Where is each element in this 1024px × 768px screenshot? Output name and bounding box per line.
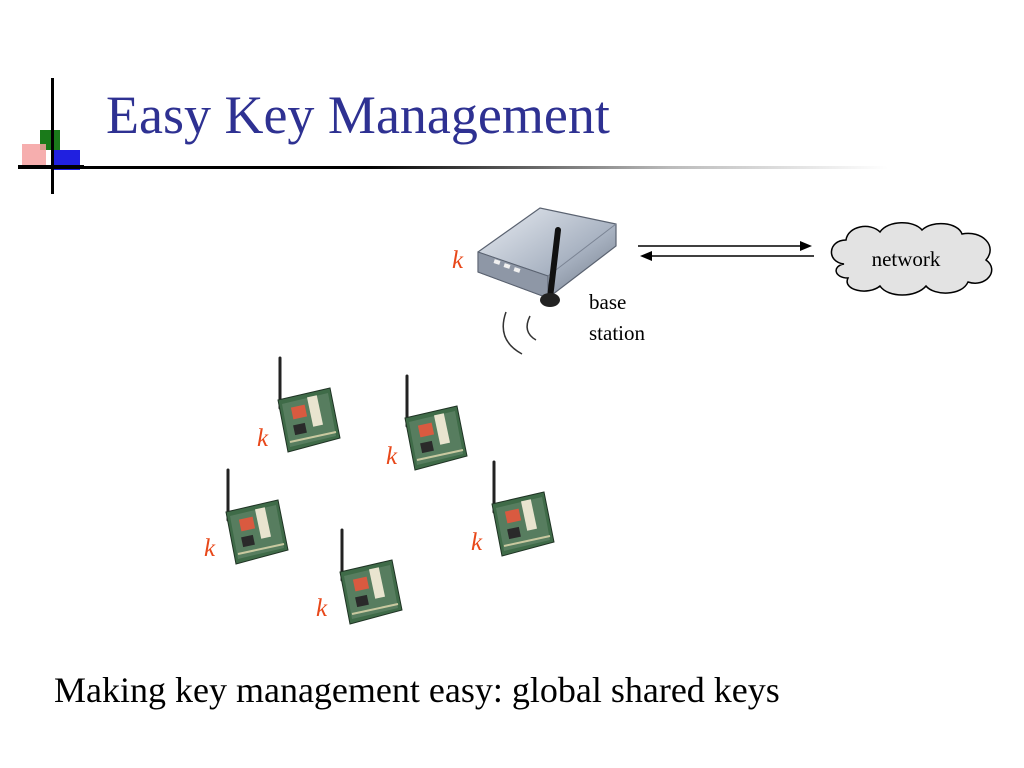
sensor-node-icon — [484, 460, 556, 560]
sensor-node-icon — [270, 356, 342, 456]
base-station-label: base station — [589, 287, 679, 349]
sensor-key-label: k — [204, 535, 216, 562]
sensor-key-label: k — [257, 425, 269, 452]
network-label: network — [871, 247, 941, 271]
title-divider — [18, 166, 888, 169]
network-cloud-icon — [830, 222, 993, 296]
sensor-key-label: k — [386, 443, 398, 470]
sensor-key-label: k — [471, 529, 483, 556]
sensor-node-icon — [218, 468, 290, 568]
wireless-signal-icon — [502, 311, 537, 355]
sensor-node-icon — [332, 528, 404, 628]
base-station-label-line2: station — [589, 321, 645, 345]
sensor-key-label: k — [316, 595, 328, 622]
base-station-key-label: k — [452, 247, 464, 274]
base-station-router-icon — [477, 207, 617, 307]
bidirectional-link-arrows — [638, 241, 814, 261]
page-title: Easy Key Management — [106, 85, 610, 145]
base-station-label-line1: base — [589, 290, 627, 314]
title-logo-icon — [18, 78, 84, 194]
slide-caption: Making key management easy: global share… — [54, 670, 780, 710]
sensor-node-icon — [397, 374, 469, 474]
